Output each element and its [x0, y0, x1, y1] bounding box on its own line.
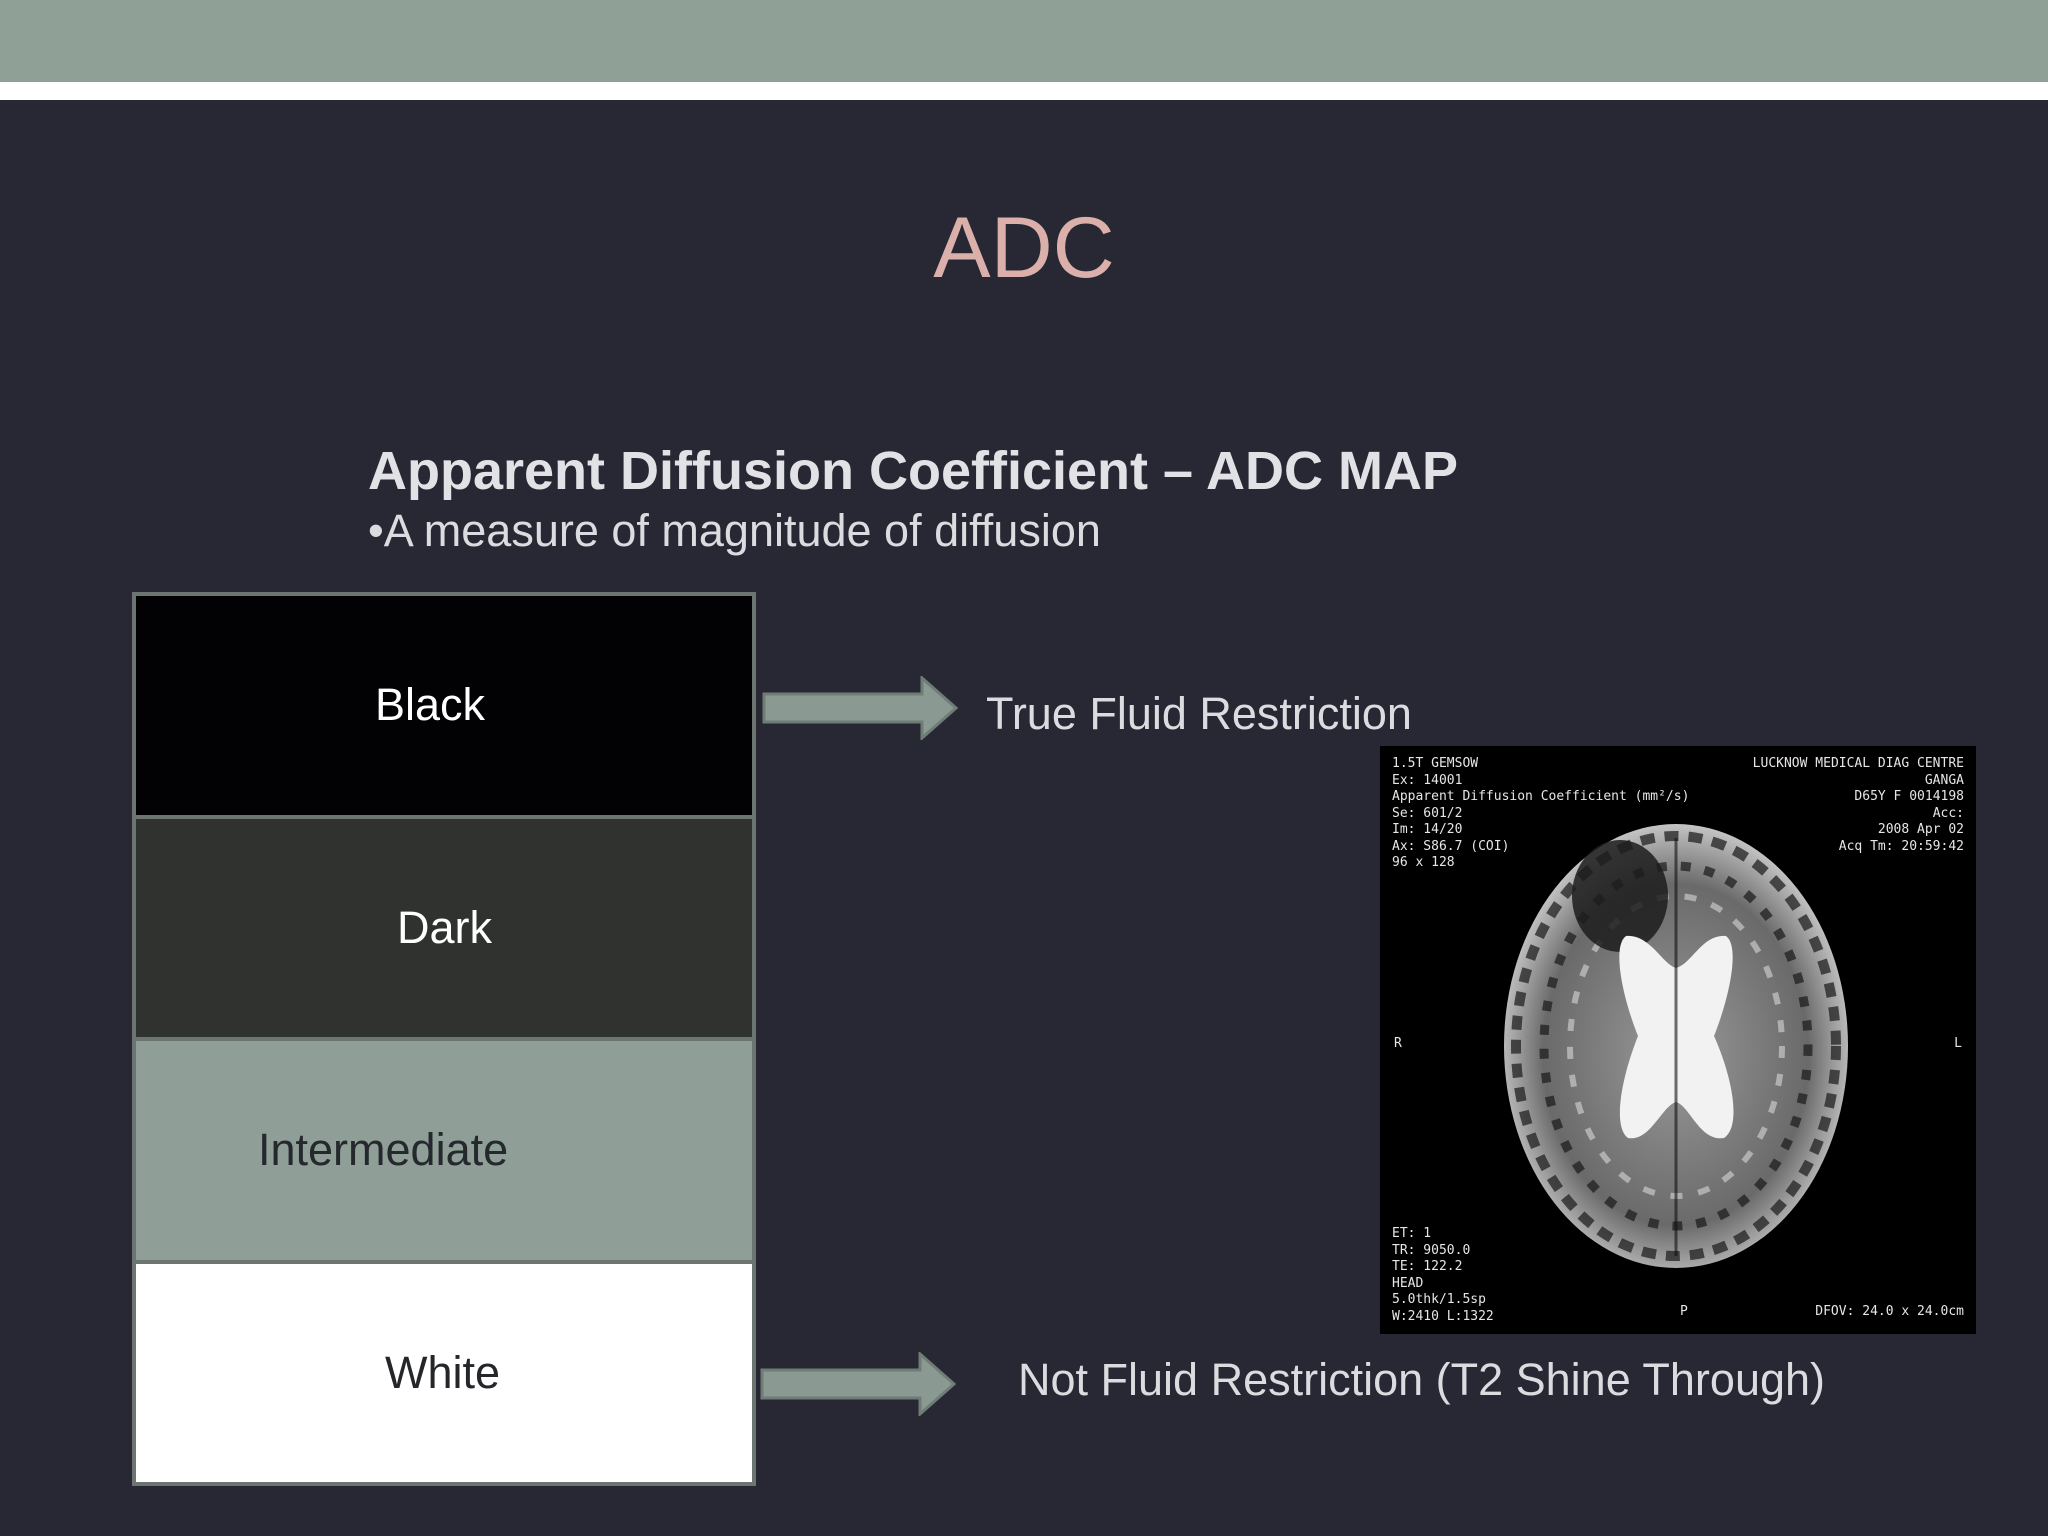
scan-info-line: LUCKNOW MEDICAL DIAG CENTRE — [1752, 756, 1964, 771]
scan-info-line: 2008 Apr 02 — [1877, 822, 1964, 837]
scan-info-line: Acc: — [1932, 805, 1964, 821]
band-label-intermediate: Intermediate — [258, 1124, 509, 1176]
slide-title: ADC — [933, 200, 1115, 296]
arrow-right-icon — [762, 676, 959, 740]
intensity-scale: Black Dark Intermediate White — [132, 592, 756, 1486]
scan-orientation-left: R — [1394, 1036, 1402, 1051]
scan-info-line: 96 x 128 — [1392, 855, 1455, 870]
slide-subtitle: Apparent Diffusion Coefficient – ADC MAP — [368, 441, 1459, 501]
scan-info-line: TR: 9050.0 — [1392, 1242, 1471, 1258]
scan-info-line: 1.5T GEMSOW — [1392, 756, 1479, 771]
band-label-white: White — [385, 1346, 501, 1398]
scan-info-line: GANGA — [1924, 772, 1964, 788]
scan-info-line: Se: 601/2 — [1392, 805, 1463, 821]
scan-info-line: HEAD — [1392, 1275, 1424, 1291]
band-intermediate: Intermediate — [136, 1037, 752, 1260]
brain-scan-graphic — [1504, 824, 1848, 1268]
label-true-fluid-restriction: True Fluid Restriction — [986, 688, 1412, 739]
scan-info-line: 5.0thk/1.5sp — [1392, 1292, 1486, 1307]
scan-info-line: Acq Tm: 20:59:42 — [1838, 838, 1964, 854]
scan-info-line: ET: 1 — [1392, 1226, 1432, 1241]
top-banner — [0, 0, 2048, 82]
scan-info-line: Apparent Diffusion Coefficient (mm²/s) — [1392, 789, 1690, 804]
label-not-fluid-restriction: Not Fluid Restriction (T2 Shine Through) — [1018, 1354, 1826, 1405]
scan-info-line: Im: 14/20 — [1392, 822, 1463, 837]
scan-info-line: Ex: 14001 — [1392, 772, 1463, 788]
band-label-black: Black — [375, 679, 486, 731]
scan-info-line: W:2410 L:1322 — [1392, 1308, 1494, 1324]
scan-info-line: D65Y F 0014198 — [1854, 789, 1964, 804]
top-divider — [0, 82, 2048, 100]
scan-info-line: Ax: S86.7 (COI) — [1392, 838, 1510, 854]
band-black: Black — [136, 596, 752, 815]
band-label-dark: Dark — [397, 901, 493, 953]
scan-fov: DFOV: 24.0 x 24.0cm — [1815, 1304, 1964, 1319]
bullet-point: •A measure of magnitude of diffusion — [368, 505, 1101, 556]
scan-info-line: TE: 122.2 — [1392, 1259, 1463, 1274]
arrow-right-icon — [760, 1352, 957, 1416]
band-white: White — [136, 1259, 752, 1482]
scan-orientation-right: L — [1954, 1036, 1962, 1051]
band-dark: Dark — [136, 814, 752, 1037]
scan-orientation-bottom: P — [1680, 1304, 1688, 1319]
